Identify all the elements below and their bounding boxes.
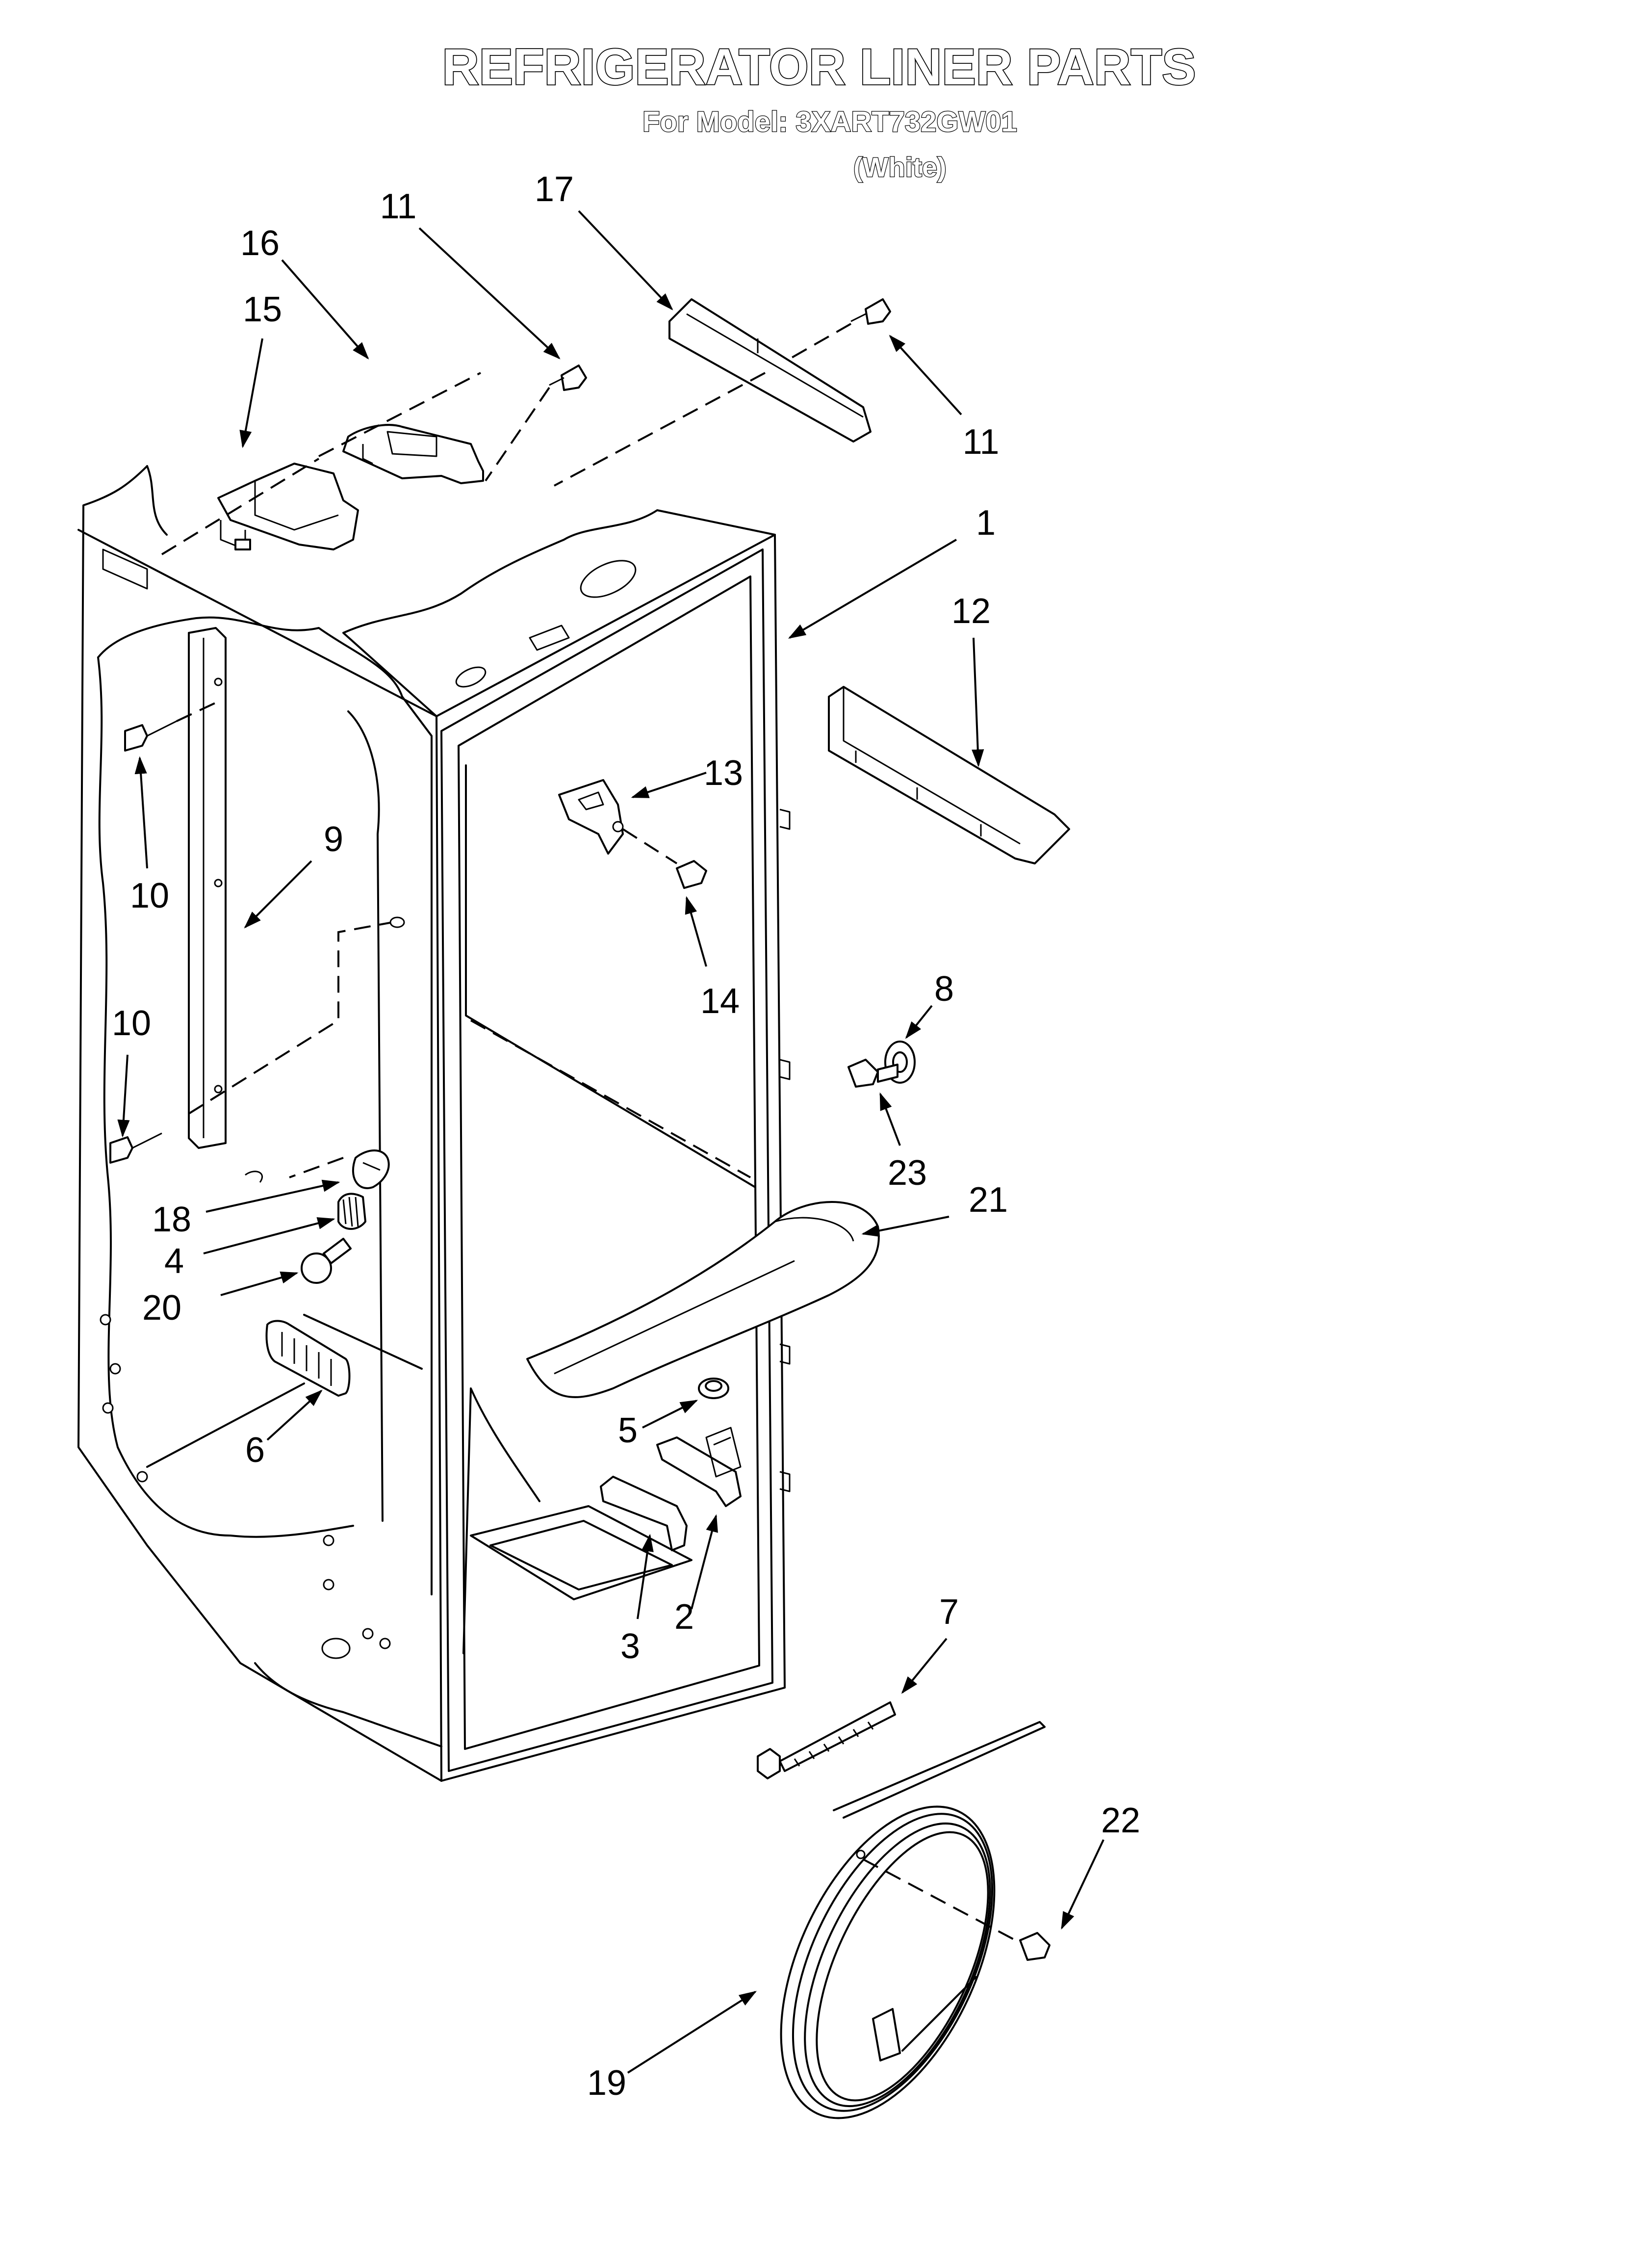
part-14-screw	[676, 860, 707, 889]
color-line: (White)	[853, 152, 947, 182]
part-22-screw	[1019, 1932, 1051, 1961]
leader-lines	[117, 210, 1104, 2074]
callout-3: 3	[620, 1627, 640, 1666]
part-7-cable-tie	[757, 1701, 896, 1779]
part-12-channel	[828, 686, 1070, 864]
callout-6: 6	[245, 1431, 265, 1470]
callout-22: 22	[1101, 1801, 1140, 1840]
callout-labels: 1 2 3 4 5 6 7 8 9 10 10 11 11 12 13 14 1…	[112, 170, 1140, 2103]
part-10-screw-upper	[124, 701, 219, 752]
callout-18: 18	[152, 1200, 191, 1239]
callout-13: 13	[704, 754, 743, 793]
part-9-rail	[188, 627, 405, 1149]
callout-11-right: 11	[963, 422, 1000, 462]
callout-8: 8	[934, 969, 954, 1009]
part-11-screw-left	[485, 365, 587, 482]
part-23-screw	[847, 1059, 879, 1088]
callout-2: 2	[674, 1597, 694, 1637]
callout-9: 9	[324, 820, 343, 859]
callout-5: 5	[618, 1411, 638, 1450]
part-15-control-housing	[217, 463, 359, 550]
callout-12: 12	[951, 592, 991, 631]
callout-14: 14	[700, 982, 740, 1021]
callout-10-lower: 10	[112, 1004, 151, 1043]
part-20-bulb	[301, 1238, 352, 1284]
callout-23: 23	[888, 1153, 927, 1193]
callout-20: 20	[142, 1288, 181, 1328]
part-13-bracket	[558, 779, 678, 864]
callout-17: 17	[535, 170, 574, 209]
callout-7: 7	[939, 1592, 959, 1632]
callout-11-left: 11	[380, 187, 417, 226]
part-5-grommet	[698, 1378, 729, 1399]
callout-21: 21	[969, 1180, 1008, 1220]
part-6-grille	[265, 1320, 351, 1397]
part-3-bracket	[600, 1476, 688, 1551]
callout-1: 1	[976, 503, 996, 543]
part-8-bushing	[877, 1041, 916, 1084]
callout-15: 15	[243, 290, 282, 329]
part-10-screw-lower	[109, 1132, 162, 1164]
callout-16: 16	[240, 224, 280, 263]
part-17-channel	[554, 298, 872, 487]
callout-4: 4	[164, 1242, 184, 1281]
part-16-bracket	[161, 372, 484, 555]
model-line: For Model: 3XART732GW01	[642, 106, 1017, 138]
callout-10-upper: 10	[130, 876, 169, 915]
part-18-clip	[245, 1149, 390, 1189]
diagram-title: REFRIGERATOR LINER PARTS	[442, 39, 1196, 96]
part-19-wire-harness	[780, 1721, 1046, 2119]
callout-19: 19	[587, 2063, 626, 2103]
part-2-bracket	[656, 1427, 742, 1507]
part-4-knob	[337, 1193, 366, 1230]
part-21-cover	[526, 1201, 880, 1398]
liner-cabinet	[77, 465, 791, 1782]
